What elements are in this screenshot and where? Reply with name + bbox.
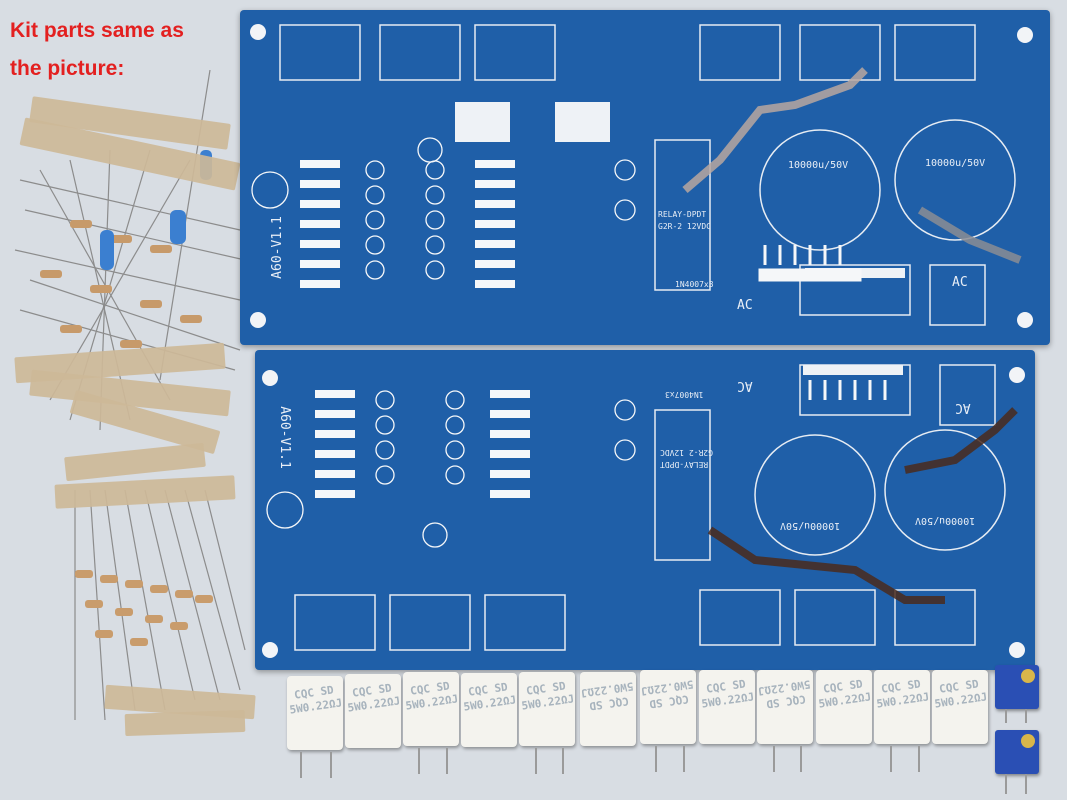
resistor-lead	[418, 748, 420, 774]
caption: Kit parts same as the picture:	[10, 12, 230, 88]
bottom-relay-sub: G2R-2 12VDC	[660, 448, 713, 457]
top-model-label: A60-V1.1	[269, 216, 285, 279]
top-ac-label: AC	[737, 298, 753, 313]
caption-line-1: Kit parts same as	[10, 19, 184, 42]
top-relay-sub: G2R-2 12VDC	[658, 222, 711, 231]
resistor-lead	[655, 746, 657, 772]
resistor-lead	[300, 752, 302, 778]
top-relay-label: RELAY-DPDT	[658, 210, 707, 219]
bottom-ac-label: AC	[737, 378, 753, 393]
caption-line-2: the picture:	[10, 57, 125, 80]
trimmer-potentiometer	[995, 730, 1039, 774]
trimmer-lead	[1005, 774, 1007, 794]
top-capacitor-label-2: 10000u/50V	[925, 158, 986, 169]
pcb-bottom-artwork	[262, 364, 1025, 658]
pcb-top-artwork	[250, 24, 1033, 328]
bottom-capacitor-label-1: 10000u/50V	[780, 520, 841, 531]
bottom-relay-label: RELAY-DPDT	[660, 460, 709, 469]
resistor-lead	[890, 746, 892, 772]
top-ac-label-2: AC	[952, 275, 968, 290]
resistor-bundle-bottom	[45, 442, 260, 750]
top-diode-label: 1N4007x3	[675, 280, 714, 289]
trimmer-lead	[1025, 774, 1027, 794]
trimmer-lead	[1005, 709, 1007, 723]
resistor-lead	[683, 746, 685, 772]
top-capacitor-label-1: 10000u/50V	[788, 160, 849, 171]
bottom-model-label: A60-V1.1	[276, 406, 292, 469]
resistor-lead	[535, 748, 537, 774]
trimmer-lead	[1025, 709, 1027, 723]
resistor-lead	[446, 748, 448, 774]
resistor-bundle-bottom-art	[74, 489, 246, 721]
resistor-bundle-top	[10, 69, 250, 455]
bottom-diode-label: 1N4007x3	[665, 390, 704, 399]
bottom-ac-label-2: AC	[955, 400, 971, 415]
resistor-lead	[773, 746, 775, 772]
trimmer-knob	[1021, 669, 1035, 683]
bottom-capacitor-label-2: 10000u/50V	[915, 515, 976, 526]
resistor-lead	[800, 746, 802, 772]
resistor-lead	[918, 746, 920, 772]
trimmer-potentiometer	[995, 665, 1039, 709]
resistor-lead	[330, 752, 332, 778]
tape-strip	[124, 709, 246, 737]
pcb-board-top: A60-V1.1 10000u/50V 10000u/50V RELAY-DPD…	[240, 10, 1050, 345]
trimmer-knob	[1021, 734, 1035, 748]
pcb-board-bottom: A60-V1.1 10000u/50V 10000u/50V RELAY-DPD…	[255, 350, 1035, 670]
resistor-lead	[562, 748, 564, 774]
